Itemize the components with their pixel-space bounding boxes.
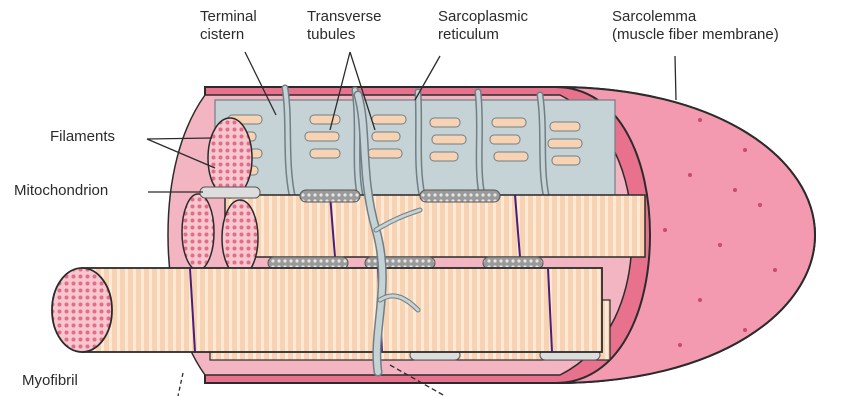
mitochondrion-left [200,187,260,198]
myofibril-upper [225,195,645,257]
leader-sarcolemma [675,56,676,100]
myofibril-end [182,194,214,270]
myofibril-foreground [82,268,602,352]
mitochondrion [300,190,360,202]
myofibril-end [222,200,258,276]
label-sarcoplasmic-reticulum: Sarcoplasmic reticulum [438,8,528,44]
myofibril-end [208,118,252,198]
leader-myofibril [178,373,183,396]
myofibril-foreground-end [52,268,112,352]
label-filaments: Filaments [50,128,115,146]
label-mitochondrion: Mitochondrion [14,182,108,200]
mitochondrion [420,190,500,202]
label-sarcolemma: Sarcolemma (muscle fiber membrane) [612,8,779,44]
label-terminal-cistern: Terminal cistern [200,8,257,44]
label-transverse-tubules: Transverse tubules [307,8,381,44]
label-myofibril: Myofibril [22,372,78,390]
